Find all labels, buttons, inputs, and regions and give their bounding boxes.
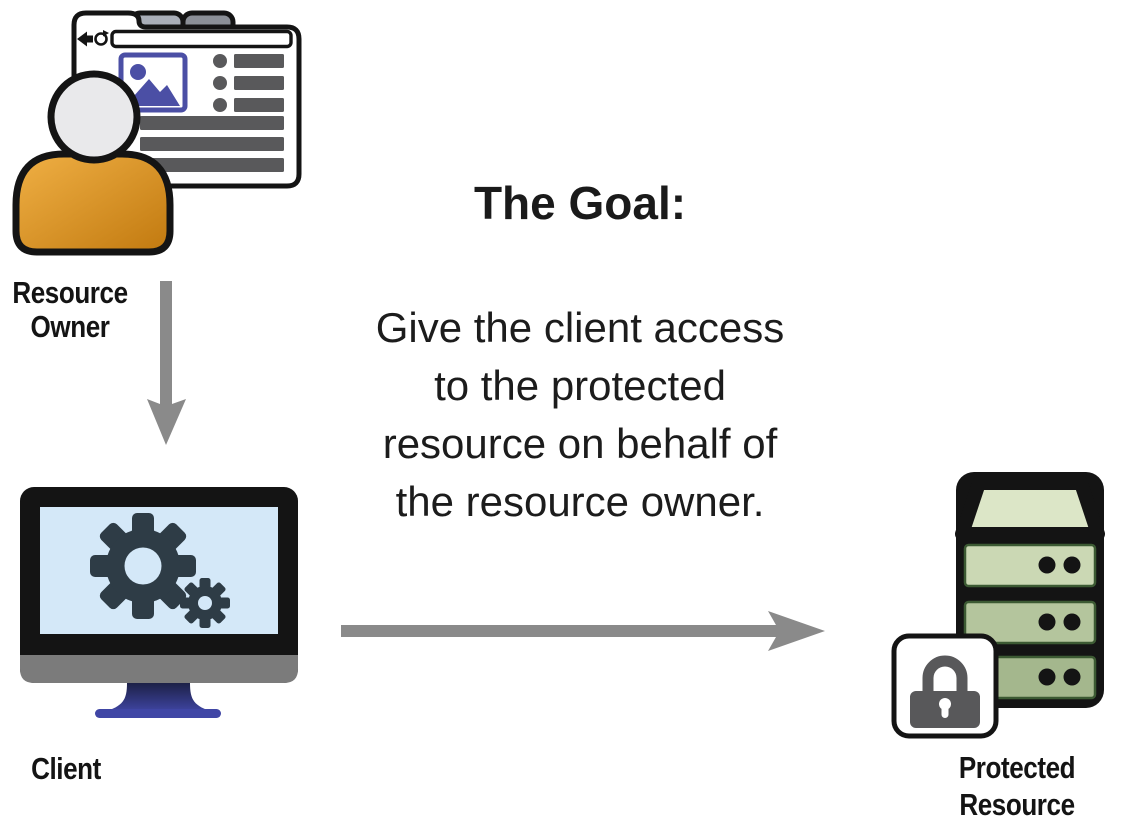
protected-resource-label-line: Protected xyxy=(958,750,1076,785)
goal-text-line: resource on behalf of xyxy=(382,420,778,467)
back-arrow-icon xyxy=(77,31,93,47)
goal-title: The Goal: xyxy=(473,177,687,229)
resource-owner-label-line: Owner xyxy=(30,309,110,344)
client-label: Client xyxy=(31,751,101,786)
monitor-stand xyxy=(104,683,213,712)
goal-text-line: Give the client access xyxy=(375,304,785,351)
resource-owner-label: Resource Owner xyxy=(0,276,146,344)
resource-owner-label-line: Resource xyxy=(12,275,128,310)
address-bar xyxy=(110,29,293,49)
protected-resource-label-line: Resource xyxy=(959,787,1075,822)
server-ports xyxy=(1038,556,1081,686)
protected-resource-label: Protected Resource xyxy=(936,749,1098,823)
monitor-base xyxy=(95,709,221,718)
refresh-icon xyxy=(94,32,108,46)
arrow-down-icon xyxy=(147,281,186,445)
goal-text-line: the resource owner. xyxy=(395,478,765,525)
goal-text: Give the client access to the protected … xyxy=(322,299,838,531)
text-lines xyxy=(140,54,284,172)
arrow-right-icon xyxy=(341,611,825,651)
lock-icon xyxy=(891,633,999,739)
monitor-chin xyxy=(20,655,298,683)
gear-icon xyxy=(90,513,230,628)
browser-window-icon xyxy=(71,10,302,189)
monitor-icon xyxy=(20,487,298,718)
user-icon xyxy=(12,70,174,256)
goal-text-line: to the protected xyxy=(434,362,726,409)
refresh-icon xyxy=(103,30,109,37)
